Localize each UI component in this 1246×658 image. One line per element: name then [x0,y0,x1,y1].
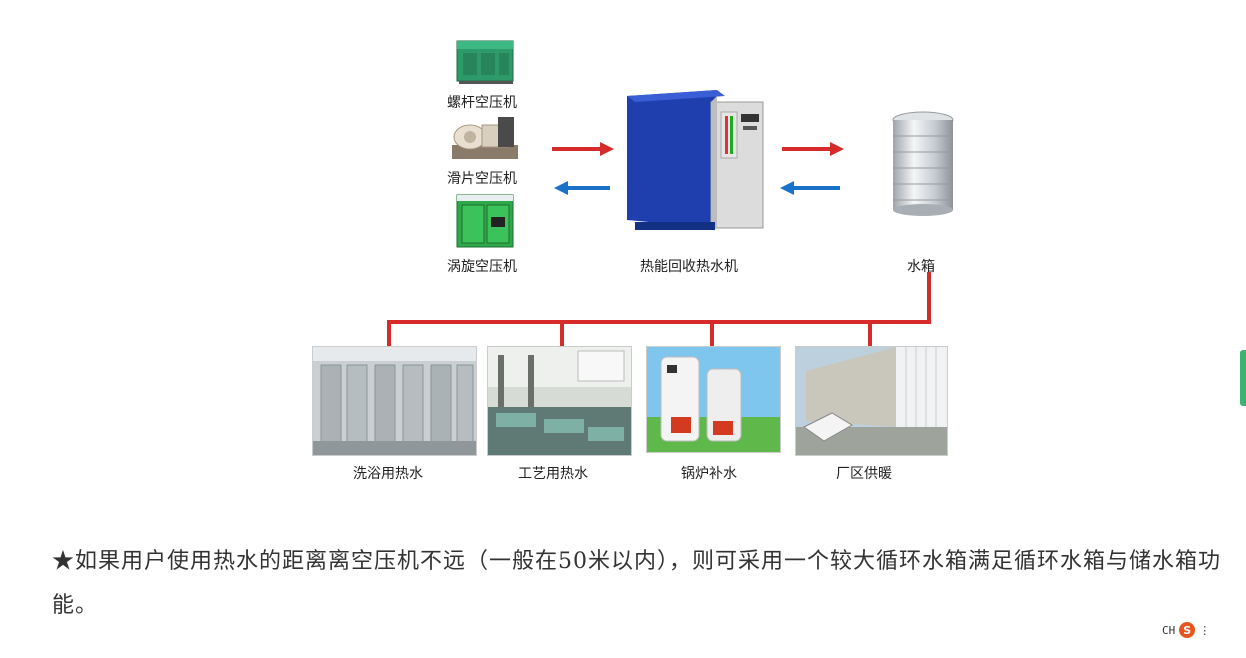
ime-indicator[interactable]: CH S ⋮ [1162,620,1232,640]
factory-heating-image [795,346,948,456]
use-label-factory: 厂区供暖 [836,466,892,482]
cold-arrow-left [554,181,610,195]
ime-menu-icon[interactable]: ⋮ [1199,623,1211,637]
hot-arrow-right-tank [782,142,844,156]
screw-compressor-icon [456,40,514,84]
use-label-process: 工艺用热水 [518,466,588,482]
heat-recovery-unit-icon [627,90,764,230]
hot-arrow-right [552,142,614,156]
machine-label: 热能回收热水机 [640,259,738,275]
boiler-image [646,346,781,453]
use-label-boiler: 锅炉补水 [681,466,737,482]
process-workshop-image [487,346,632,456]
source-label-screw: 螺杆空压机 [447,95,517,111]
tank-label: 水箱 [907,259,935,275]
distribution-pipe [387,272,931,346]
shower-room-image [312,346,477,456]
cold-arrow-left-tank [780,181,840,195]
source-label-vane: 滑片空压机 [447,171,517,187]
sogou-logo-icon[interactable]: S [1179,622,1196,638]
scroll-compressor-icon [456,194,514,248]
scroll-handle[interactable] [1240,350,1246,406]
source-label-scroll: 涡旋空压机 [447,259,517,275]
use-label-shower: 洗浴用热水 [353,466,423,482]
water-tank-icon [892,111,954,216]
usage-note: ★如果用户使用热水的距离离空压机不远（一般在50米以内），则可采用一个较大循环水… [52,549,1221,618]
ime-language[interactable]: CH [1162,623,1176,637]
vane-compressor-icon [452,117,518,159]
